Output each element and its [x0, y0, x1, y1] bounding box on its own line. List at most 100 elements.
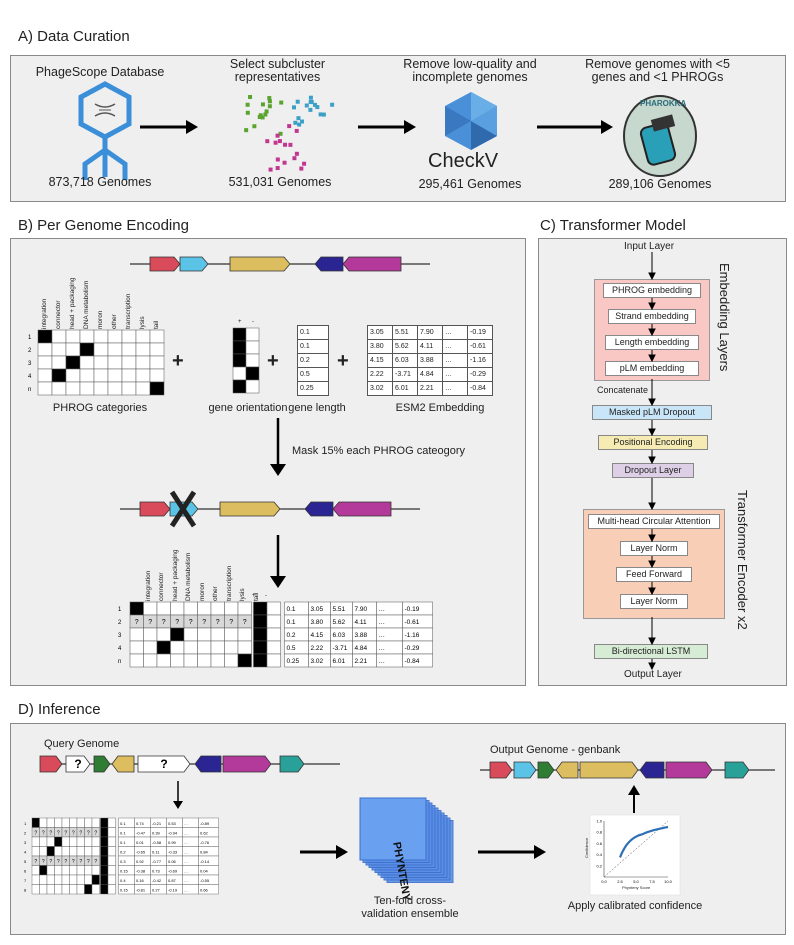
value-text: … [184, 859, 188, 864]
matrix-cell [54, 865, 63, 876]
stack-top [359, 797, 427, 861]
ensemble-model-stack-icon [359, 797, 454, 883]
gene-arrow [93, 755, 111, 773]
value-text: -0.38 [136, 869, 146, 874]
y-tick: 0.4 [596, 852, 602, 857]
cluster-dot [267, 96, 272, 101]
value-text: … [184, 888, 188, 893]
row-label: 2 [118, 620, 122, 626]
orientation-cell [100, 836, 109, 847]
mask-question: ? [243, 619, 247, 626]
section-c-title: C) Transformer Model [540, 217, 686, 234]
esm-cell: 4.84 [417, 367, 443, 382]
calibrated-label: Apply calibrated confidence [567, 900, 703, 912]
subcluster-count: 531,031 Genomes [228, 175, 332, 189]
bilstm-layer: Bi-directional LSTM [594, 644, 708, 659]
value-text: 0.16 [136, 878, 145, 883]
y-tick: 0.6 [596, 841, 602, 846]
value-text: … [184, 821, 188, 826]
mask-question: ? [42, 831, 45, 837]
row-label: 3 [118, 633, 122, 639]
gene-arrow [139, 501, 171, 517]
orientation-cell [100, 865, 109, 876]
gene-arrow [149, 256, 181, 272]
value-text: 0.87 [168, 878, 177, 883]
row-label: 1 [28, 335, 32, 341]
esm-cell: 2.21 [417, 381, 443, 396]
row-label: 1 [118, 607, 122, 613]
value-text: 5.62 [333, 619, 346, 626]
x-tick: 0.0 [601, 879, 607, 884]
gene-arrow [555, 761, 579, 779]
value-text: … [379, 645, 386, 652]
value-text: 0.53 [168, 821, 177, 826]
gene-arrow [489, 761, 513, 779]
orientation-cell [266, 653, 281, 668]
mask-question: ? [79, 831, 82, 837]
value-text: 4.84 [355, 645, 368, 652]
value-text: 0.15 [120, 888, 129, 893]
matrix-cell [31, 865, 40, 876]
matrix-cell [69, 874, 78, 885]
value-text: 0.39 [152, 831, 161, 836]
value-text: … [184, 840, 188, 845]
cluster-dot [275, 133, 280, 138]
checkv-logo-text: CheckV [428, 150, 499, 172]
cluster-dot [260, 115, 265, 120]
matrix-cell [31, 846, 40, 857]
matrix-cell [46, 817, 55, 828]
matrix-cell [76, 817, 85, 828]
dropout-layer: Dropout Layer [612, 463, 694, 478]
matrix-cell [149, 381, 165, 396]
cluster-dot [299, 166, 304, 171]
cluster-dot [287, 124, 292, 129]
plus-sign-1: + [172, 350, 184, 372]
masked-gene-label: ? [74, 757, 81, 771]
masked-gene-label: ? [160, 757, 167, 771]
esm-cell: 2.22 [367, 367, 393, 382]
query-down-arrow [173, 781, 183, 809]
orientation-cell [107, 846, 116, 857]
value-text: 0.99 [168, 840, 177, 845]
pharokka-top-label: Remove genomes with <5 genes and <1 PHRO… [585, 57, 730, 84]
row-label: 4 [28, 374, 32, 380]
matrix-cell [91, 874, 100, 885]
cluster-dot [260, 102, 265, 107]
esm2-embedding-label: ESM2 Embedding [395, 402, 485, 414]
value-text: 0.1 [120, 840, 126, 845]
cluster-dot [294, 128, 299, 133]
cluster-dot [304, 103, 309, 108]
matrix-cell [76, 846, 85, 857]
row-label: 2 [24, 831, 27, 836]
matrix-cell [237, 653, 252, 668]
mask-question: ? [42, 859, 45, 865]
value-text: -0.55 [200, 878, 210, 883]
esm-cell: -0.29 [467, 367, 493, 382]
cluster-dot [282, 160, 287, 165]
cluster-dot [308, 107, 313, 112]
value-text: -0.61 [405, 619, 420, 626]
row-label: 2 [28, 348, 32, 354]
gene-arrow [314, 256, 344, 272]
gene-length-cell: 0.5 [297, 367, 329, 382]
cluster-dot [283, 142, 288, 147]
matrix-cell [31, 817, 40, 828]
cluster-dot [245, 110, 250, 115]
cluster-dot [264, 109, 269, 114]
esm-cell: 5.51 [392, 325, 418, 340]
value-text: 3.02 [311, 658, 324, 665]
pharokka-count: 289,106 Genomes [608, 177, 712, 191]
subcluster-label: Select subcluster representatives [229, 57, 326, 84]
value-text: 0.27 [152, 888, 161, 893]
row-label: 1 [24, 821, 27, 826]
mask-question: ? [87, 859, 90, 865]
cluster-dot [297, 122, 302, 127]
value-text: 0.25 [287, 658, 300, 665]
matrix-cell [31, 874, 40, 885]
cluster-dot [292, 156, 297, 161]
value-text: 0.4 [120, 878, 126, 883]
esm-cell: 3.02 [367, 381, 393, 396]
value-text: -0.84 [405, 658, 420, 665]
x-tick: 5.0 [633, 879, 639, 884]
